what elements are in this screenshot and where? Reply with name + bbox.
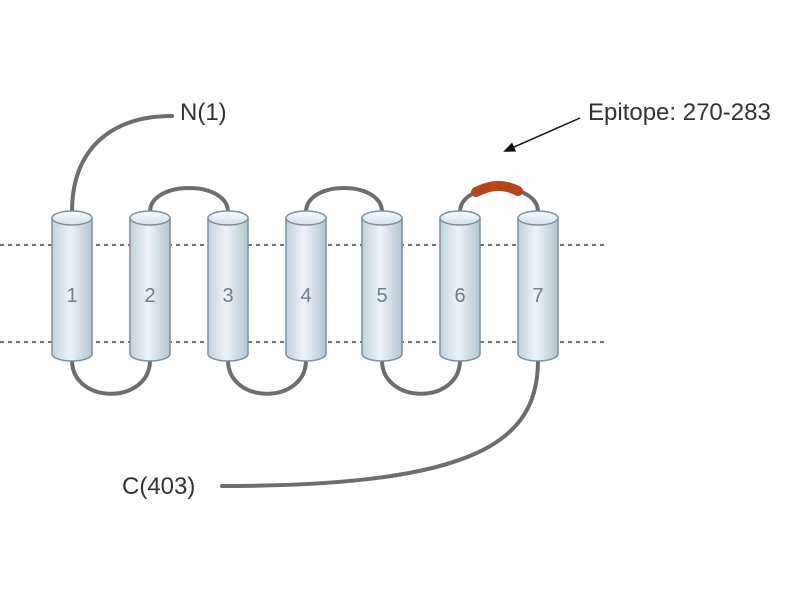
helix-6: 6 (439, 210, 481, 362)
intracellular-loop-2 (226, 358, 308, 396)
helix-number-label: 2 (144, 285, 155, 307)
extracellular-loop-1 (148, 186, 230, 214)
n-terminus-label: N(1) (180, 99, 227, 126)
epitope-label: Epitope: 270-283 (588, 99, 771, 126)
helix-3: 3 (207, 210, 249, 362)
helix-number-label: 4 (300, 285, 311, 307)
helix-cap (361, 210, 403, 226)
helix-cap (129, 210, 171, 226)
helix-cap (285, 210, 327, 226)
c-terminal-tail (220, 358, 540, 488)
helix-body (129, 217, 171, 362)
helix-number-label: 3 (222, 285, 233, 307)
helix-2: 2 (129, 210, 171, 362)
transmembrane-helices: 1 2 3 4 5 6 7 (51, 210, 559, 362)
helix-body (51, 217, 93, 362)
helix-number-label: 6 (454, 285, 465, 307)
intracellular-loop-1 (70, 358, 152, 396)
helix-body (285, 217, 327, 362)
c-terminus-label: C(403) (122, 473, 196, 500)
epitope-arrow (503, 117, 581, 152)
helix-number-label: 7 (532, 285, 543, 307)
n-terminal-tail (70, 114, 174, 214)
helix-body (361, 217, 403, 362)
helix-5: 5 (361, 210, 403, 362)
helix-cap (207, 210, 249, 226)
helix-cap (439, 210, 481, 226)
helix-1: 1 (51, 210, 93, 362)
extracellular-loop-2 (304, 186, 384, 214)
epitope-marker (471, 180, 523, 197)
helix-7: 7 (517, 210, 559, 362)
helix-body (439, 217, 481, 362)
helix-body (517, 217, 559, 362)
helix-4: 4 (285, 210, 327, 362)
helix-body (207, 217, 249, 362)
helix-cap (51, 210, 93, 226)
helix-number-label: 1 (66, 285, 77, 307)
helix-cap (517, 210, 559, 226)
intracellular-loop-3 (380, 358, 462, 396)
helix-number-label: 5 (376, 285, 387, 307)
